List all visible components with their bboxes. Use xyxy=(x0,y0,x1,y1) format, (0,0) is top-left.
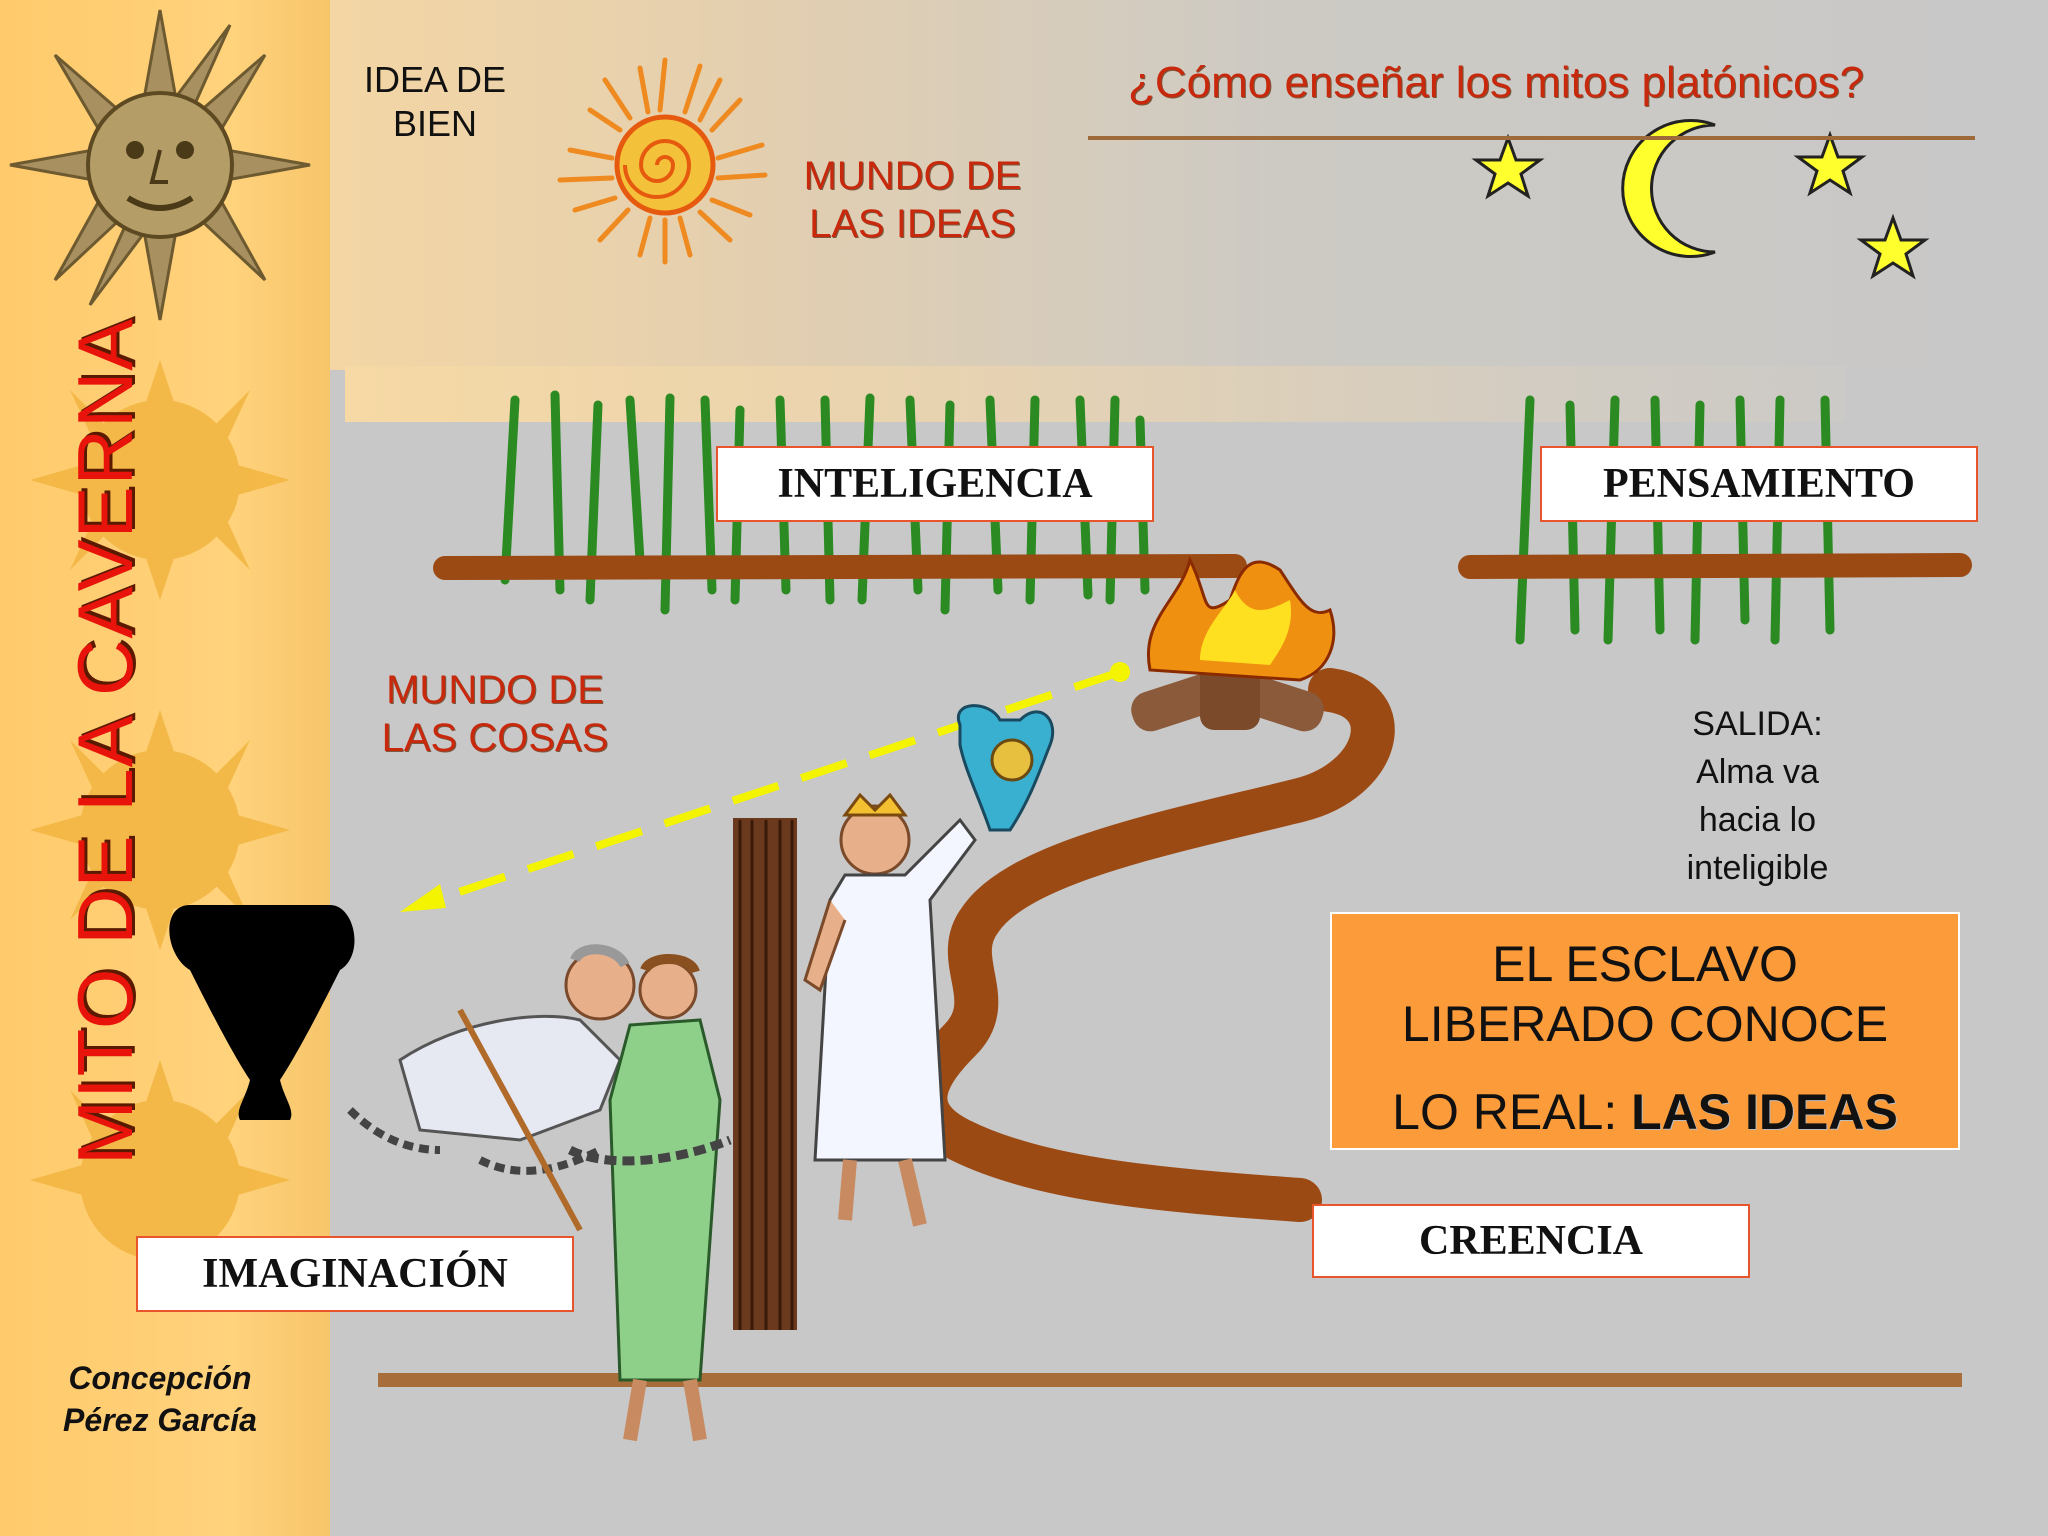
author-line1: Concepción xyxy=(68,1360,252,1396)
star-icons xyxy=(1471,130,1930,280)
faded-sun-icon xyxy=(30,360,290,600)
vase-icon xyxy=(956,704,1055,832)
projection-arrow xyxy=(400,662,1130,912)
exit-path xyxy=(903,668,1395,1222)
creencia-box: CREENCIA xyxy=(1312,1204,1750,1278)
gold-sun-icon xyxy=(9,9,311,321)
imaginacion-box: IMAGINACIÓN xyxy=(136,1236,574,1312)
star-icon xyxy=(1471,133,1545,200)
salida-label: SALIDA: Alma va hacia lo inteligible xyxy=(1686,705,1829,887)
mundo-ideas-label: MUNDO DE LAS IDEAS xyxy=(803,154,1022,246)
star-icon xyxy=(1793,130,1867,197)
vertical-title: MITO DE LA CAVERNA xyxy=(61,317,149,1165)
mundo-cosas-label: MUNDO DE LAS COSAS xyxy=(381,668,609,760)
guard-figure xyxy=(457,954,732,1442)
star-icon xyxy=(1856,213,1930,280)
shadow-vase-icon xyxy=(169,905,355,1120)
upper-ledge xyxy=(1458,553,1972,579)
conclusion-box: EL ESCLAVO LIBERADO CONOCE LO REAL: LAS … xyxy=(1330,912,1960,1150)
top-band xyxy=(330,0,2048,370)
freed-man-figure xyxy=(803,792,977,1227)
pensamiento-box: PENSAMIENTO xyxy=(1540,446,1978,522)
idea-de-bien-label: IDEA DE BIEN xyxy=(363,59,507,144)
crescent-moon-icon xyxy=(1621,119,1716,258)
chained-prisoner-figure xyxy=(347,944,636,1175)
page-title: ¿Cómo enseñar los mitos platónicos? xyxy=(1128,58,1865,107)
faded-sun-icon xyxy=(30,710,290,950)
inteligencia-box: INTELIGENCIA xyxy=(716,446,1154,522)
conclusion-line3: LO REAL: LAS IDEAS xyxy=(1392,1084,1898,1140)
fire-icon xyxy=(1131,555,1336,732)
upper-ledge xyxy=(433,554,1247,580)
idea-de-bien-sun-icon xyxy=(557,57,768,265)
conclusion-line2: LIBERADO CONOCE xyxy=(1401,996,1889,1052)
conclusion-line1: EL ESCLAVO xyxy=(1492,936,1798,992)
author-line2: Pérez García xyxy=(63,1402,257,1438)
